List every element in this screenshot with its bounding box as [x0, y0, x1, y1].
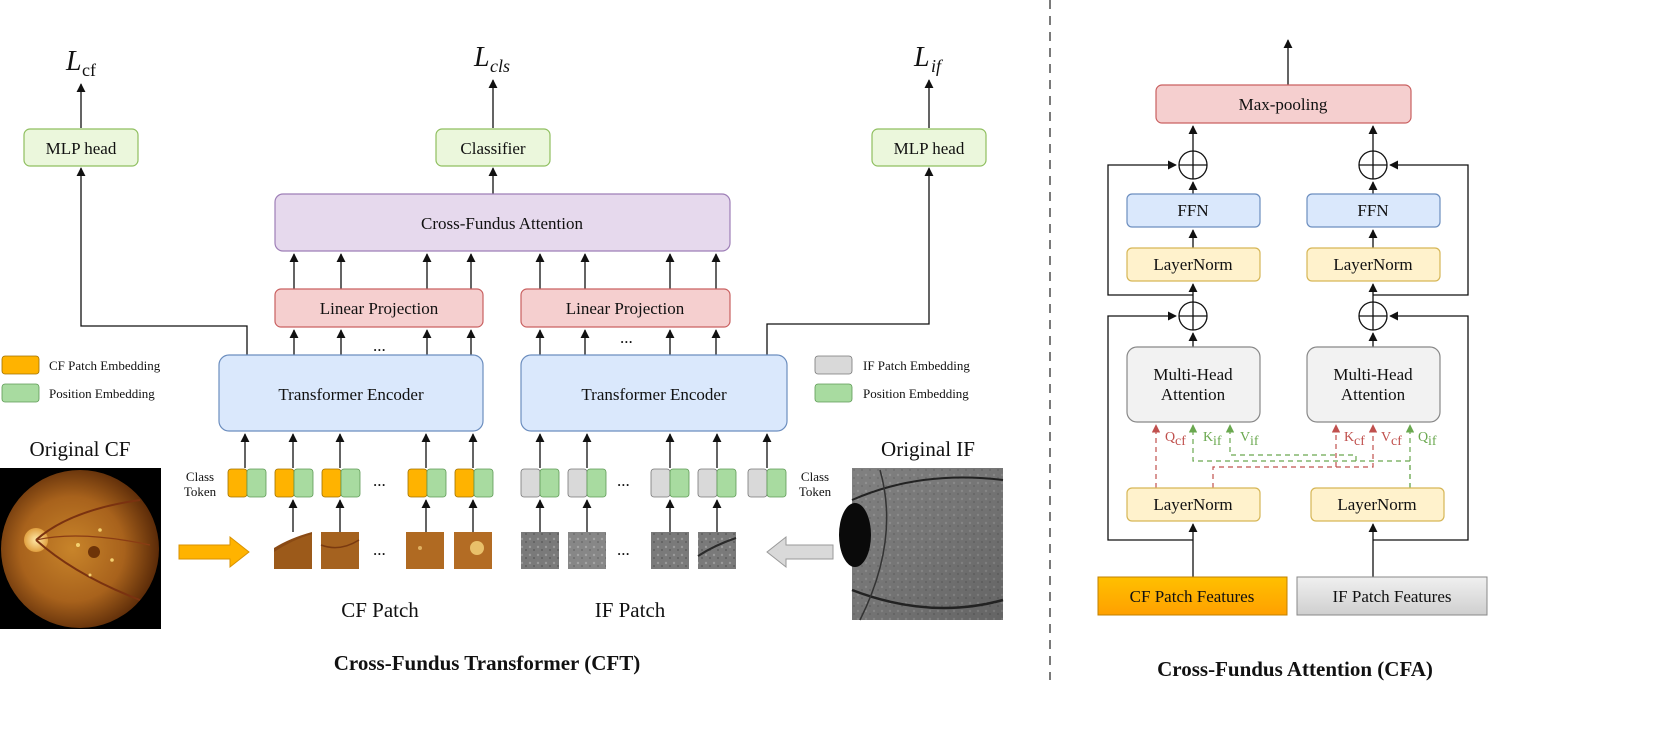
layernorm-bottom-right	[1310, 487, 1445, 522]
cf-patches	[274, 532, 492, 569]
cft-caption: Cross-Fundus Transformer (CFT)	[334, 651, 640, 675]
legend-left: CF Patch Embedding Position Embedding	[1, 355, 161, 403]
ellipsis-if-patches: ...	[617, 540, 630, 559]
svg-text:if: if	[931, 56, 944, 76]
if-patch-features-box	[1296, 576, 1488, 616]
original-if-label: Original IF	[881, 437, 975, 461]
cf-tokens	[227, 468, 494, 498]
svg-text:if: if	[1250, 434, 1259, 449]
svg-text:if: if	[1428, 434, 1437, 449]
svg-text:cls: cls	[490, 56, 510, 76]
transformer-encoder-right	[520, 354, 788, 432]
max-pooling-label: Max-pooling	[1239, 95, 1328, 114]
cf-patch-features-label: CF Patch Features	[1130, 587, 1255, 606]
layernorm-top-left-label: LayerNorm	[1153, 255, 1232, 274]
cfa-caption: Cross-Fundus Attention (CFA)	[1157, 657, 1433, 681]
linear-projection-right	[520, 288, 731, 328]
classifier-label: Classifier	[460, 139, 525, 158]
legend-position-embedding-left: Position Embedding	[49, 386, 155, 401]
add-bottom-right	[1358, 301, 1388, 331]
svg-text:Q: Q	[1418, 430, 1428, 445]
class-token-left-line2: Token	[184, 484, 217, 499]
classifier-box	[435, 128, 551, 167]
class-token-left-line1: Class	[186, 469, 214, 484]
svg-text:cf: cf	[1354, 434, 1365, 449]
svg-text:V: V	[1240, 430, 1250, 445]
svg-text:K: K	[1344, 430, 1354, 445]
layernorm-top-right	[1306, 247, 1441, 282]
mha-left	[1126, 346, 1261, 423]
if-patch-features-label: IF Patch Features	[1333, 587, 1452, 606]
svg-text:cf: cf	[82, 60, 96, 80]
class-token-right-line1: Class	[801, 469, 829, 484]
svg-text:L: L	[913, 42, 930, 73]
ellipsis-proj-right: ...	[620, 328, 633, 347]
legend-if-patch-embedding: IF Patch Embedding	[863, 358, 970, 373]
mlp-head-right	[871, 128, 987, 167]
ellipsis-cf-patches: ...	[373, 540, 386, 559]
svg-text:V: V	[1381, 430, 1391, 445]
ffn-right-label: FFN	[1357, 201, 1388, 220]
legend-cf-patch-embedding: CF Patch Embedding	[49, 358, 161, 373]
mha-left-line2: Attention	[1161, 385, 1226, 404]
ellipsis-cf-tokens: ...	[373, 471, 386, 490]
class-token-right-line2: Token	[799, 484, 832, 499]
add-bottom-left	[1178, 301, 1208, 331]
if-input-arrow	[766, 535, 834, 569]
ffn-left-label: FFN	[1177, 201, 1208, 220]
layernorm-bottom-left-label: LayerNorm	[1153, 495, 1232, 514]
cf-patch-features-box	[1097, 576, 1288, 616]
loss-if: L if	[913, 42, 944, 76]
linear-projection-right-label: Linear Projection	[566, 299, 685, 318]
mha-left-line1: Multi-Head	[1153, 365, 1233, 384]
add-top-right	[1358, 150, 1388, 180]
layernorm-top-right-label: LayerNorm	[1333, 255, 1412, 274]
linear-projection-left-label: Linear Projection	[320, 299, 439, 318]
linear-projection-left	[274, 288, 484, 328]
original-cf-label: Original CF	[30, 437, 131, 461]
layernorm-top-left	[1126, 247, 1261, 282]
svg-text:Q: Q	[1165, 430, 1175, 445]
transformer-encoder-left	[218, 354, 484, 432]
mlp-head-left-label: MLP head	[46, 139, 117, 158]
ellipsis-proj-left: ...	[373, 336, 386, 355]
cf-patch-label: CF Patch	[341, 598, 419, 622]
legend-position-embedding-right: Position Embedding	[863, 386, 969, 401]
if-patches	[521, 532, 737, 569]
qkv-labels: Q cf K if V if K cf V cf Q if	[1165, 430, 1437, 449]
layernorm-bottom-right-label: LayerNorm	[1337, 495, 1416, 514]
ellipsis-if-tokens: ...	[617, 471, 630, 490]
transformer-encoder-left-label: Transformer Encoder	[278, 385, 424, 404]
original-cf-image	[0, 468, 161, 629]
layernorm-bottom-left	[1126, 487, 1261, 522]
svg-text:if: if	[1213, 434, 1222, 449]
svg-text:K: K	[1203, 430, 1213, 445]
mha-right	[1306, 346, 1441, 423]
mlp-head-right-label: MLP head	[894, 139, 965, 158]
original-if-image	[839, 468, 1004, 621]
cross-fundus-attention-label: Cross-Fundus Attention	[421, 214, 583, 233]
if-patch-label: IF Patch	[595, 598, 666, 622]
svg-text:cf: cf	[1391, 434, 1402, 449]
mha-right-line1: Multi-Head	[1333, 365, 1413, 384]
add-top-left	[1178, 150, 1208, 180]
legend-right: IF Patch Embedding Position Embedding	[814, 355, 970, 403]
loss-cf: L cf	[65, 46, 96, 80]
svg-text:cf: cf	[1175, 434, 1186, 449]
loss-cls: L cls	[473, 42, 510, 76]
ffn-left	[1126, 193, 1261, 228]
cf-input-arrow	[178, 535, 250, 569]
max-pooling-box	[1155, 84, 1412, 124]
if-tokens	[520, 468, 787, 498]
transformer-encoder-right-label: Transformer Encoder	[581, 385, 727, 404]
svg-text:L: L	[65, 46, 82, 77]
svg-text:L: L	[473, 42, 490, 73]
mlp-head-left	[23, 128, 139, 167]
cross-fundus-attention-box	[274, 193, 731, 252]
mha-right-line2: Attention	[1341, 385, 1406, 404]
ffn-right	[1306, 193, 1441, 228]
